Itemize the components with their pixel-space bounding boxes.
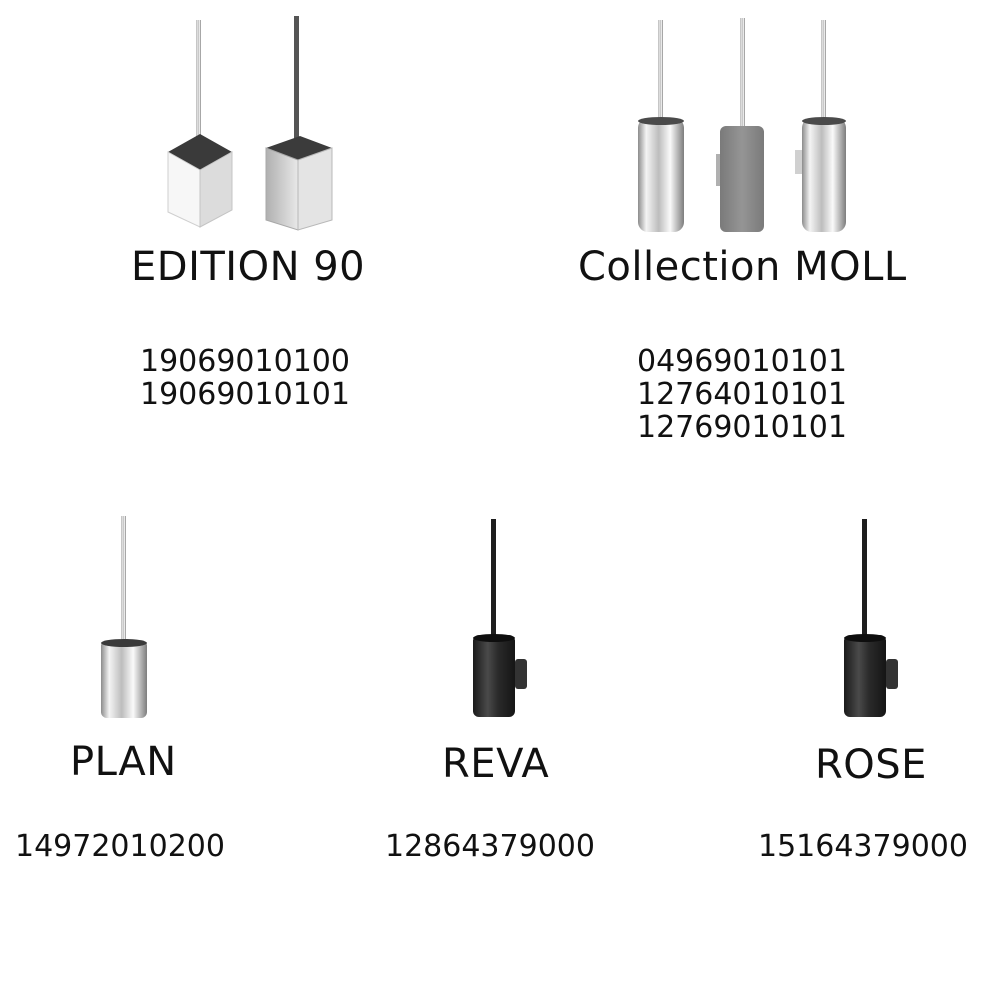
toilet-brush-square-pair-image	[167, 16, 333, 231]
article-number: 15164379000	[758, 829, 968, 864]
toilet-brush-black-wall-image	[844, 519, 898, 717]
article-number: 19069010101	[140, 377, 350, 412]
article-number-list: 15164379000	[758, 830, 968, 863]
article-number: 14972010200	[15, 829, 225, 864]
article-number: 12864379000	[385, 829, 595, 864]
article-number: 12764010101	[637, 377, 847, 412]
article-number: 04969010101	[637, 344, 847, 379]
article-number-list: 19069010100 19069010101	[140, 345, 350, 411]
article-number-list: 04969010101 12764010101 12769010101	[637, 345, 847, 444]
article-number: 12769010101	[637, 410, 847, 445]
article-number-list: 14972010200	[15, 830, 225, 863]
article-number-list: 12864379000	[385, 830, 595, 863]
product-name: PLAN	[70, 739, 177, 785]
product-name: REVA	[442, 741, 550, 787]
article-number: 19069010100	[140, 344, 350, 379]
product-name: ROSE	[815, 742, 927, 788]
product-name: EDITION 90	[131, 244, 366, 290]
toilet-brush-chrome-wall-image	[101, 516, 147, 718]
toilet-brush-black-wall-image	[473, 519, 527, 717]
toilet-brush-cylinder-trio-image	[638, 18, 846, 232]
product-name: Collection MOLL	[578, 244, 907, 290]
